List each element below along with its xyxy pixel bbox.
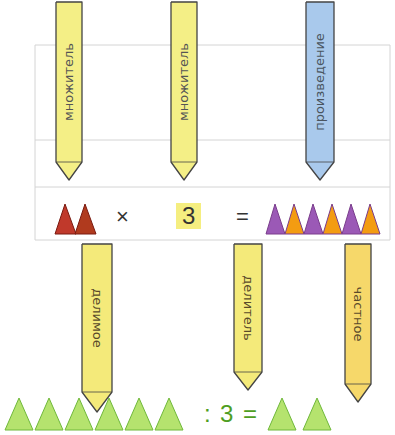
math-sign: ×	[116, 206, 129, 228]
math-sign: :	[204, 402, 211, 426]
green-triangles	[5, 398, 331, 430]
term-name: множитель	[61, 43, 77, 121]
pencil-label: множитель	[56, 2, 82, 180]
pencil-label: произведение	[306, 2, 334, 180]
pencil-label: делимое	[82, 244, 112, 412]
product-triangles	[266, 204, 380, 234]
term-name: делитель	[240, 275, 256, 340]
math-sign: =	[243, 402, 257, 426]
term-name: множитель	[176, 43, 192, 121]
red-triangles	[55, 204, 96, 234]
math-sign: =	[236, 206, 249, 228]
term-name: делимое	[89, 288, 105, 348]
term-name: частное	[350, 287, 366, 342]
pencil-label: делитель	[234, 244, 262, 390]
pencil-label: множитель	[171, 2, 197, 180]
math-sign: 3	[220, 402, 233, 426]
term-name: произведение	[312, 33, 328, 131]
grid-lines	[35, 45, 390, 240]
pencil-label: частное	[345, 244, 371, 402]
math-sign: 3	[176, 203, 201, 229]
